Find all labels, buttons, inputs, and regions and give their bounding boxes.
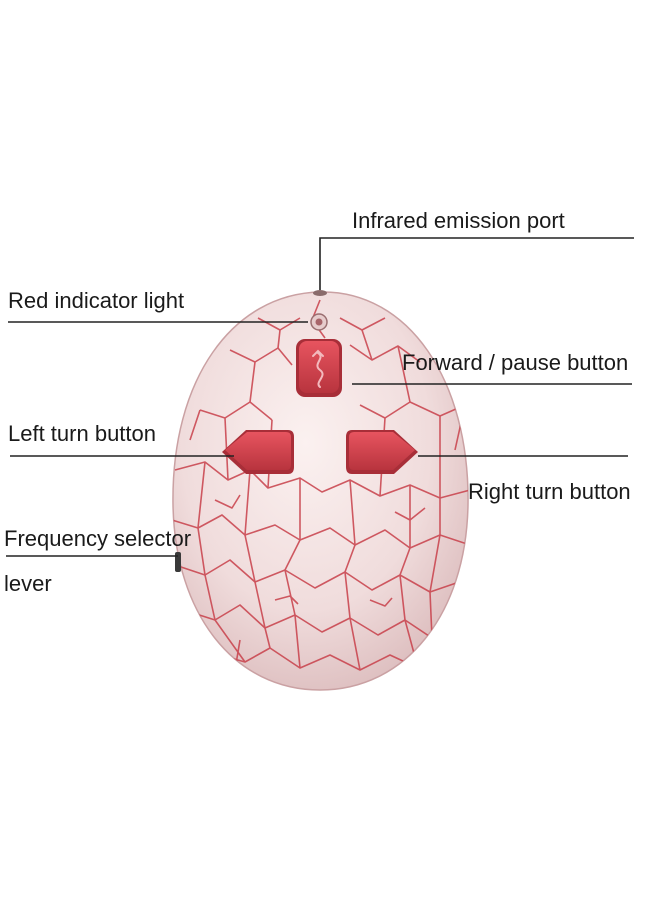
right-turn-button[interactable] (346, 430, 418, 474)
label-left-turn: Left turn button (8, 421, 156, 446)
label-frequency-line1: Frequency selector (4, 526, 192, 551)
frequency-selector-lever[interactable] (175, 552, 181, 572)
left-turn-button[interactable] (222, 430, 294, 474)
wave-icon (316, 352, 324, 388)
label-frequency-line2: lever (4, 571, 52, 596)
leader-lines (6, 237, 634, 557)
label-red-indicator: Red indicator light (8, 288, 185, 313)
infrared-port (313, 290, 327, 296)
label-forward-pause: Forward / pause button (402, 350, 629, 375)
label-right-turn: Right turn button (468, 479, 631, 504)
forward-pause-button[interactable] (296, 339, 342, 397)
leader-infrared (319, 237, 634, 290)
label-infrared-port: Infrared emission port (352, 208, 565, 233)
indicator-lens (315, 318, 323, 326)
